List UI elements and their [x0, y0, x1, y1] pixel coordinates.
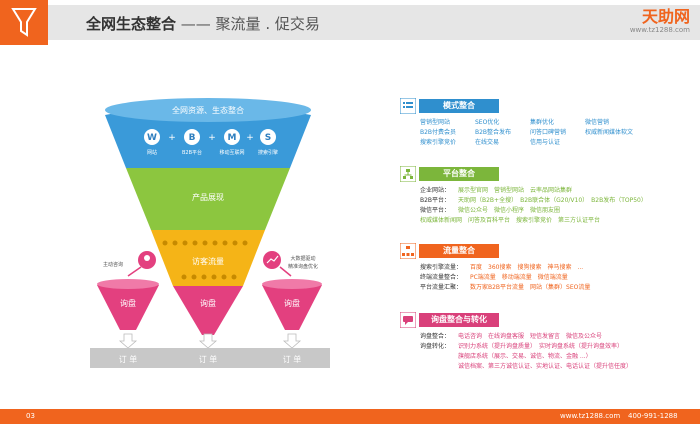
funnel-band-products: [126, 168, 290, 230]
svg-text:移动互联网: 移动互联网: [219, 149, 244, 156]
item: 搜索引擎竞价: [420, 139, 457, 146]
row-label: 平台流量汇聚：: [420, 284, 463, 291]
row-text: 电话咨询 在线询盘客服 短信发留言 微信及公众号: [458, 333, 603, 340]
plus-sign: +: [208, 133, 216, 143]
header-bar: [48, 5, 700, 40]
plus-sign: +: [168, 133, 176, 143]
hierarchy-icon: [400, 243, 416, 259]
footer-bar: 03 www.tz1288.com 400-991-1288: [0, 409, 700, 424]
svg-text:S: S: [265, 133, 271, 143]
section-platform-integration: 平台整合 企业网站： 展示型官网 营销型网站 云率品网站集群 B2B平台： 天助网（…: [400, 166, 690, 226]
row-label: 询盘整合：: [420, 333, 451, 340]
footer-phone: 400-991-1288: [628, 412, 678, 420]
row-text: 旗舰店系统（展示、交易、诚信、物流、金融 ...）: [458, 353, 592, 360]
row-text: 天助网（B2B+全搜） B2B联合体（G20/V10） B2B发布（TOP50）: [458, 197, 647, 204]
circle-m: M 移动互联网: [219, 129, 245, 156]
row-text: PC端流量 移动端流量 微信端流量: [470, 274, 568, 281]
band-products-label: 产品展现: [192, 192, 224, 202]
order-label-center: 订 单: [199, 354, 218, 364]
band-traffic-label: 访客流量: [192, 256, 224, 266]
row-label: 微信平台：: [420, 207, 451, 214]
circle-b: B B2B平台: [182, 129, 202, 156]
row-text: 权威媒体新闻网 问答及百科平台 搜索引擎竞价 第三方认证平台: [420, 217, 601, 224]
plus-sign: +: [246, 133, 254, 143]
circle-w: W 网站: [144, 129, 160, 156]
left-note: 主动咨询: [103, 261, 123, 268]
page-title: 全网生态整合 —— 聚流量 . 促交易: [86, 13, 320, 34]
svg-text:W: W: [147, 133, 157, 143]
svg-text:B2B平台: B2B平台: [182, 149, 202, 156]
order-label-right: 订 单: [283, 354, 302, 364]
row-text: 数万家B2B平台流量 网站（集群）SEO流量: [470, 284, 591, 291]
logo-url: www.tz1288.com: [629, 26, 690, 34]
item: B2B整合发布: [475, 129, 512, 136]
funnel-band-resources: [105, 105, 311, 168]
section-traffic-integration: 流量整合 搜索引擎流量： 百度 360搜索 搜狗搜索 神马搜索 ... 终端流量整…: [400, 243, 690, 293]
right-small-label: 询盘: [284, 298, 300, 308]
chat-icon: [400, 312, 416, 328]
right-note-1: 大数据驱动: [290, 255, 315, 262]
svg-text:M: M: [228, 133, 237, 143]
row-text: 微信公众号 微信小程序 微信朋友圈: [458, 207, 561, 214]
tree-icon: [400, 166, 416, 182]
row-label: 搜索引擎流量：: [420, 264, 463, 271]
order-bar: [90, 348, 330, 368]
brand-logo: 天助网 www.tz1288.com: [608, 8, 690, 38]
section-title: 模式整合: [419, 99, 499, 113]
band-inquiry-label: 询盘: [200, 298, 216, 308]
item: 集群优化: [530, 119, 555, 126]
item: B2B付费会员: [420, 129, 457, 136]
section-inquiry-conversion: 询盘整合与转化 询盘整合： 电话咨询 在线询盘客服 短信发留言 微信及公众号 询盘…: [400, 312, 690, 372]
funnel-top-label: 全网资源、生态整合: [172, 105, 244, 115]
right-small-funnel: [262, 282, 322, 330]
right-note-2: 精准询盘优化: [288, 263, 318, 270]
item: 信用与认证: [530, 139, 561, 146]
list-icon: [400, 98, 416, 114]
header: 全网生态整合 —— 聚流量 . 促交易 天助网 www.tz1288.com: [0, 0, 700, 45]
left-small-label: 询盘: [120, 298, 136, 308]
footer-url: www.tz1288.com: [560, 412, 621, 420]
row-label: 企业网站：: [420, 187, 451, 194]
circle-s: S 搜索引擎: [258, 129, 278, 156]
item: 微信营销: [585, 119, 610, 126]
item: 权威新闻媒体软文: [585, 129, 634, 136]
section-mode-integration: 模式整合 营销型网站 SEO优化 集群优化 微信营销 B2B付费会员 B2B整合…: [400, 98, 690, 148]
down-arrows: [118, 333, 302, 349]
left-small-funnel: [97, 282, 159, 330]
item: 营销型网站: [420, 119, 451, 126]
row-text: 百度 360搜索 搜狗搜索 神马搜索 ...: [470, 264, 584, 271]
row-label: 询盘转化：: [420, 343, 451, 350]
row-text: 识别力系统（提升询盘质量） 实时询盘系统（提升询盘效率）: [458, 343, 624, 350]
page-number: 03: [26, 412, 35, 420]
order-label-left: 订 单: [119, 354, 138, 364]
funnel-icon: [11, 8, 37, 37]
title-sub: —— 聚流量 . 促交易: [176, 15, 320, 33]
section-title: 平台整合: [419, 167, 499, 181]
row-text: 诚信档案、第三方诚信认证、实地认证、电话认证（提升信任度）: [458, 363, 633, 370]
row-label: B2B平台：: [420, 197, 451, 204]
svg-text:网站: 网站: [147, 149, 157, 156]
row-text: 展示型官网 营销型网站 云率品网站集群: [458, 187, 573, 194]
item: 问答口碑营销: [530, 129, 567, 136]
row-label: 终端流量整合：: [420, 274, 463, 281]
funnel-band-inquiry: [173, 286, 243, 335]
item: 在线交易: [475, 139, 500, 146]
svg-text:搜索引擎: 搜索引擎: [258, 149, 278, 156]
section-title: 询盘整合与转化: [419, 313, 499, 327]
svg-text:B: B: [189, 133, 196, 143]
item: SEO优化: [475, 119, 500, 126]
funnel-diagram: 全网资源、生态整合 W 网站 + B B2B平台 + M 移动互联网 + S 搜…: [90, 98, 330, 368]
logo-text: 天助网: [641, 7, 690, 26]
funnel-top-ellipse: [105, 98, 311, 122]
people-icons: [162, 240, 248, 280]
section-title: 流量整合: [419, 244, 499, 258]
title-main: 全网生态整合: [86, 15, 177, 33]
funnel-icon-box: [0, 0, 48, 45]
